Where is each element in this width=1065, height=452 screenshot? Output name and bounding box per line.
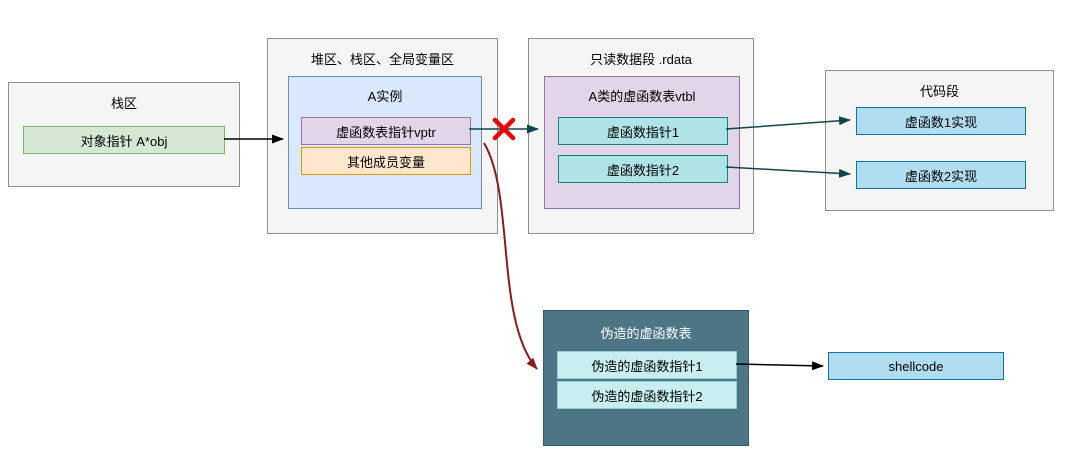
fake-vtbl-container: 伪造的虚函数表 伪造的虚函数指针1 伪造的虚函数指针2 bbox=[543, 310, 749, 446]
rdata-region: 只读数据段 .rdata A类的虚函数表vtbl 虚函数指针1 虚函数指针2 bbox=[528, 38, 754, 234]
memory-region-title: 堆区、栈区、全局变量区 bbox=[310, 52, 454, 67]
vptr-node: 虚函数表指针vptr bbox=[301, 117, 471, 145]
code-region: 代码段 虚函数1实现 虚函数2实现 bbox=[825, 70, 1054, 211]
a-instance-container: A实例 虚函数表指针vptr 其他成员变量 bbox=[288, 76, 482, 209]
code-region-title: 代码段 bbox=[919, 84, 959, 99]
rdata-region-title: 只读数据段 .rdata bbox=[590, 52, 692, 67]
other-members-node: 其他成员变量 bbox=[301, 147, 471, 175]
a-instance-title: A实例 bbox=[367, 89, 403, 104]
fake-vfptr2-node: 伪造的虚函数指针2 bbox=[557, 381, 737, 409]
vfptr1-node: 虚函数指针1 bbox=[558, 117, 728, 145]
vtbl-container: A类的虚函数表vtbl 虚函数指针1 虚函数指针2 bbox=[544, 76, 740, 209]
obj-pointer-node: 对象指针 A*obj bbox=[23, 126, 225, 154]
stack-region: 栈区 对象指针 A*obj bbox=[8, 82, 240, 187]
stack-region-title: 栈区 bbox=[110, 96, 137, 111]
vfptr2-node: 虚函数指针2 bbox=[558, 155, 728, 183]
shellcode-node: shellcode bbox=[828, 352, 1004, 380]
memory-region: 堆区、栈区、全局变量区 A实例 虚函数表指针vptr 其他成员变量 bbox=[267, 38, 498, 234]
fake-vtbl-title: 伪造的虚函数表 bbox=[600, 326, 692, 341]
vtbl-title: A类的虚函数表vtbl bbox=[588, 89, 696, 104]
fake-vfptr1-node: 伪造的虚函数指针1 bbox=[557, 351, 737, 379]
arrow-fake-to-shellcode bbox=[735, 361, 824, 371]
vfunc1-impl-node: 虚函数1实现 bbox=[856, 107, 1026, 135]
vfunc2-impl-node: 虚函数2实现 bbox=[856, 161, 1026, 189]
